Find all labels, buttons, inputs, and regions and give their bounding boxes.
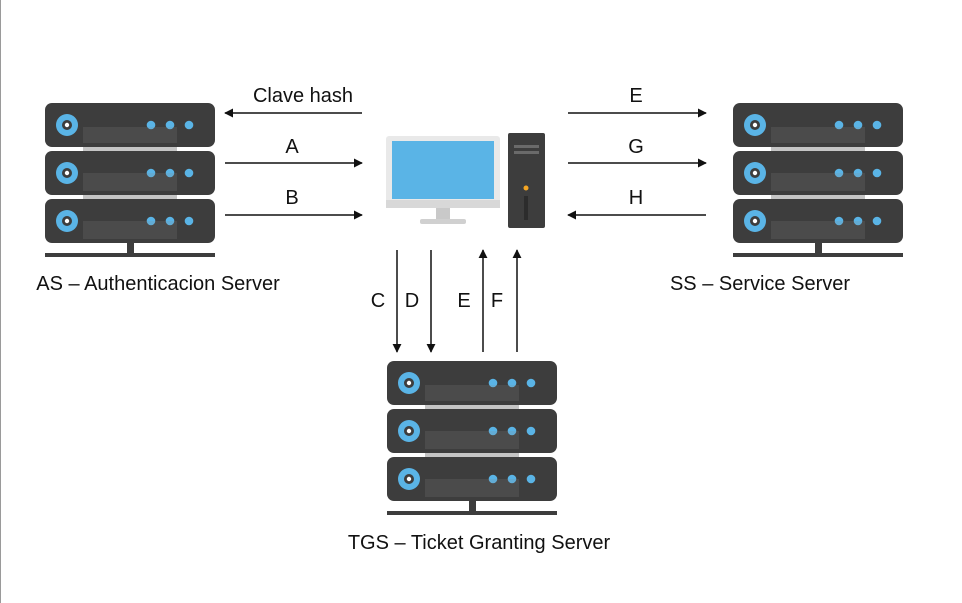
- label-a: A: [285, 136, 299, 158]
- label-g: G: [628, 136, 644, 158]
- label-e-tgs: E: [457, 290, 470, 312]
- label-b: B: [285, 187, 298, 209]
- ss-server-caption: SS – Service Server: [670, 273, 850, 295]
- tgs-server-caption: TGS – Ticket Granting Server: [348, 532, 611, 554]
- label-f: F: [491, 290, 503, 312]
- label-e-ss: E: [629, 85, 642, 107]
- as-server-icon: [45, 103, 215, 257]
- label-d: D: [405, 290, 419, 312]
- ss-server-icon: [733, 103, 903, 257]
- tgs-server-icon: [387, 361, 557, 515]
- left-border: [0, 0, 1, 603]
- label-h: H: [629, 187, 643, 209]
- label-clave-hash: Clave hash: [253, 85, 353, 107]
- as-server-caption: AS – Authenticacion Server: [36, 273, 280, 295]
- desktop-computer-icon: [386, 133, 545, 228]
- label-c: C: [371, 290, 385, 312]
